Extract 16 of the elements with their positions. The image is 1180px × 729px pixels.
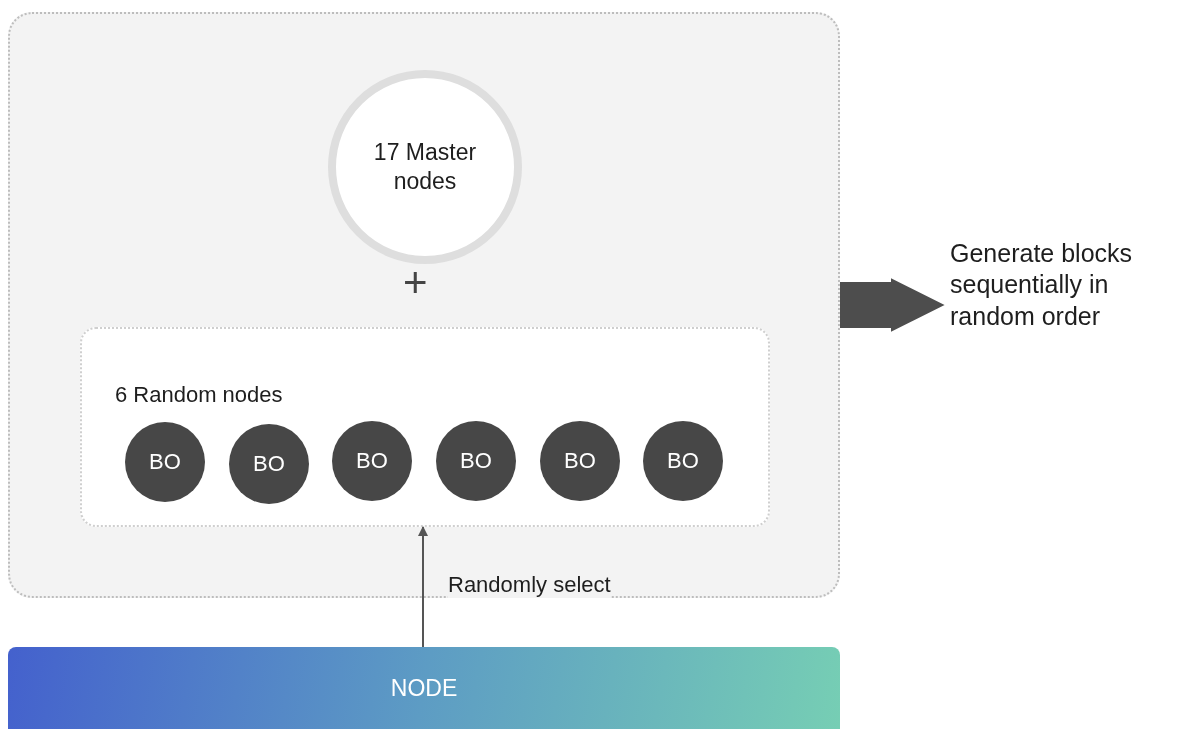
output-text: Generate blocks sequentially in random order (950, 238, 1134, 332)
plus-sign: + (403, 262, 428, 304)
circle-label: BO (253, 450, 285, 478)
circle-label: 17 Master nodes (372, 138, 478, 196)
panel-background (8, 12, 840, 598)
circle-label: BO (356, 447, 388, 475)
circle-label: BO (667, 447, 699, 475)
circle-label: BO (149, 448, 181, 476)
box-heading: 6 Random nodes (115, 381, 283, 409)
random-nodes-box (80, 327, 770, 527)
node-bar (8, 647, 840, 729)
block-arrow (840, 278, 945, 332)
bar-label: NODE (390, 673, 458, 703)
arrow (418, 526, 428, 648)
circle-label: BO (460, 447, 492, 475)
circle-label: BO (564, 447, 596, 475)
